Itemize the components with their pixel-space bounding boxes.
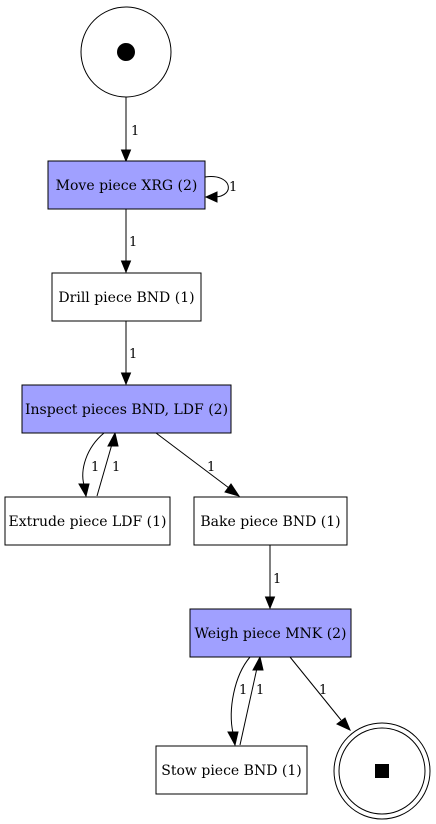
activity-drill-piece-bnd[interactable]: Drill piece BND (1) <box>51 272 202 322</box>
edge-weight-label: 1 <box>239 683 247 698</box>
edge-weight-label: 1 <box>91 460 99 475</box>
edge-drill-to-inspect: 1 <box>120 321 137 386</box>
arrowhead <box>227 731 239 747</box>
edge-start-to-move: 1 <box>120 97 139 163</box>
arrowhead <box>120 149 132 163</box>
arrowhead <box>120 372 132 386</box>
edge-weight-label: 1 <box>129 347 137 362</box>
activity-weigh-piece-mnk[interactable]: Weigh piece MNK (2) <box>189 608 352 658</box>
edge-weight-label: 1 <box>207 460 215 475</box>
arrowhead <box>78 483 90 498</box>
edge-weigh-to-end: 1 <box>289 656 351 731</box>
edge-extrude-to-inspect: 1 <box>96 431 120 497</box>
edge-inspect-to-bake: 1 <box>155 432 241 497</box>
edge-bake-to-weigh: 1 <box>264 545 281 610</box>
edge-weight-label: 1 <box>131 124 139 139</box>
activity-label: Drill piece BND (1) <box>58 290 194 306</box>
activity-label: Stow piece BND (1) <box>161 763 301 779</box>
edge-stow-to-weigh: 1 <box>239 655 264 746</box>
arrowhead <box>336 717 351 731</box>
edge-weight-label: 1 <box>319 683 327 698</box>
edge-inspect-to-extrude: 1 <box>78 432 105 498</box>
arrowhead <box>224 483 241 497</box>
activity-bake-piece-bnd[interactable]: Bake piece BND (1) <box>193 496 348 546</box>
activity-label: Weigh piece MNK (2) <box>194 626 346 642</box>
activity-label: Extrude piece LDF (1) <box>9 514 167 530</box>
activity-inspect-pieces-bnd-ldf[interactable]: Inspect pieces BND, LDF (2) <box>21 384 232 434</box>
edge-weight-label: 1 <box>112 460 120 475</box>
start-place[interactable] <box>80 6 172 98</box>
arrowhead <box>204 191 218 203</box>
edge-move-self-loop: 1 <box>204 176 237 203</box>
activity-label: Bake piece BND (1) <box>200 514 340 530</box>
arrowhead <box>120 260 132 274</box>
arrowhead <box>252 655 264 671</box>
edge-move-to-drill: 1 <box>120 209 137 274</box>
arrowhead <box>264 596 276 610</box>
activity-move-piece-xrg[interactable]: Move piece XRG (2) <box>47 160 206 210</box>
end-token-icon <box>375 764 389 778</box>
arrowhead <box>107 431 119 447</box>
edge-weight-label: 1 <box>229 180 237 195</box>
activity-stow-piece-bnd[interactable]: Stow piece BND (1) <box>155 745 308 795</box>
start-token-icon <box>117 43 135 61</box>
end-place[interactable] <box>333 722 431 820</box>
activity-label: Move piece XRG (2) <box>56 178 198 194</box>
activity-label: Inspect pieces BND, LDF (2) <box>25 402 228 418</box>
edge-weight-label: 1 <box>129 235 137 250</box>
activity-extrude-piece-ldf[interactable]: Extrude piece LDF (1) <box>4 496 171 546</box>
edge-weight-label: 1 <box>273 572 281 587</box>
edge-weight-label: 1 <box>256 683 264 698</box>
edge-weigh-to-stow: 1 <box>227 656 251 747</box>
